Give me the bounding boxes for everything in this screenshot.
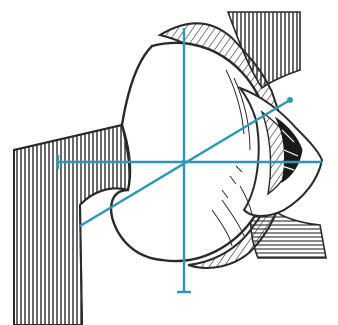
visual-axis-end-dot — [287, 97, 293, 103]
optic-nerve — [14, 125, 130, 325]
axes-center-point — [182, 160, 187, 165]
